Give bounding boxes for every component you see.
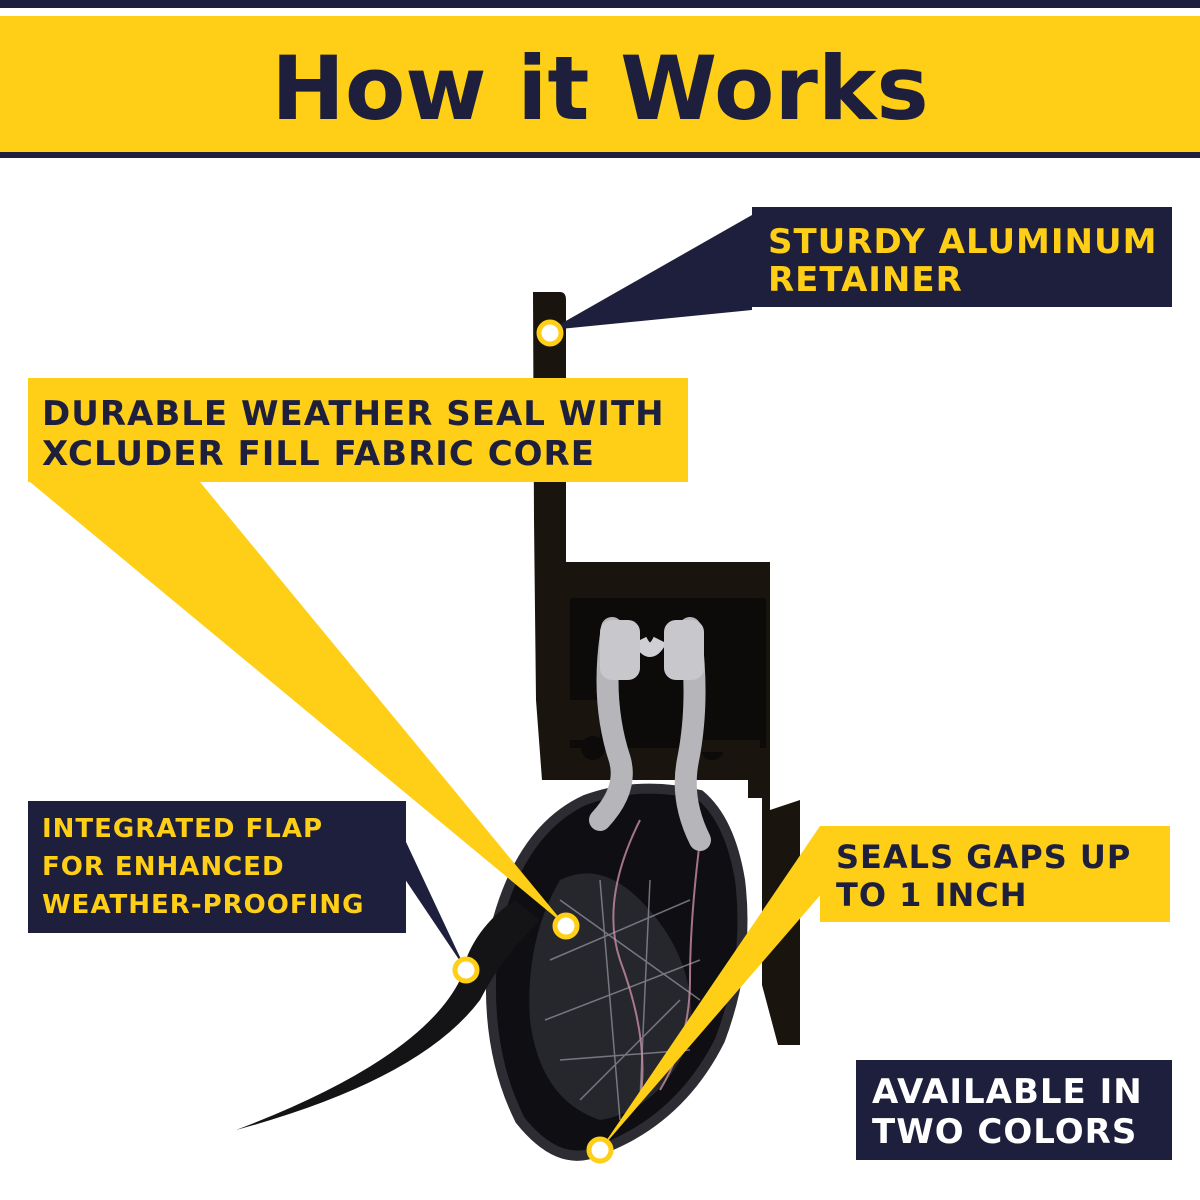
gaps-callout-line1: SEALS GAPS UP	[836, 838, 1132, 876]
page-title: How it Works	[271, 37, 929, 140]
flap-callout-box	[28, 801, 406, 933]
seal-callout-pointer	[30, 482, 566, 926]
gaps-callout-line2: TO 1 INCH	[836, 876, 1028, 914]
gaps-callout-pointer	[600, 826, 880, 1150]
callout-dots	[452, 319, 614, 1164]
seal-callout-line1: DURABLE WEATHER SEAL WITH	[42, 394, 665, 434]
aluminum-callout-box	[752, 207, 1172, 307]
banner-top-line	[0, 0, 1200, 8]
aluminum-callout-line1: STURDY ALUMINUM	[768, 222, 1158, 262]
colors-callout-box	[856, 1060, 1172, 1160]
seal-callout-box	[28, 378, 688, 482]
seal-callout-line2: XCLUDER FILL FABRIC CORE	[42, 434, 595, 474]
banner-yellow	[0, 16, 1200, 158]
colors-callout-line2: TWO COLORS	[872, 1112, 1138, 1152]
aluminum-callout-line2: RETAINER	[768, 260, 963, 300]
integrated-flap	[236, 900, 540, 1130]
flap-callout-line1: INTEGRATED FLAP	[42, 814, 324, 844]
banner-bottom-line	[0, 152, 1200, 158]
aluminum-callout-pointer	[550, 215, 752, 330]
colors-callout-line1: AVAILABLE IN	[872, 1072, 1143, 1112]
gaps-callout-box	[820, 826, 1170, 922]
flap-callout-line3: WEATHER-PROOFING	[42, 890, 365, 920]
flap-callout-line2: FOR ENHANCED	[42, 852, 285, 882]
fabric-stems	[589, 617, 711, 851]
